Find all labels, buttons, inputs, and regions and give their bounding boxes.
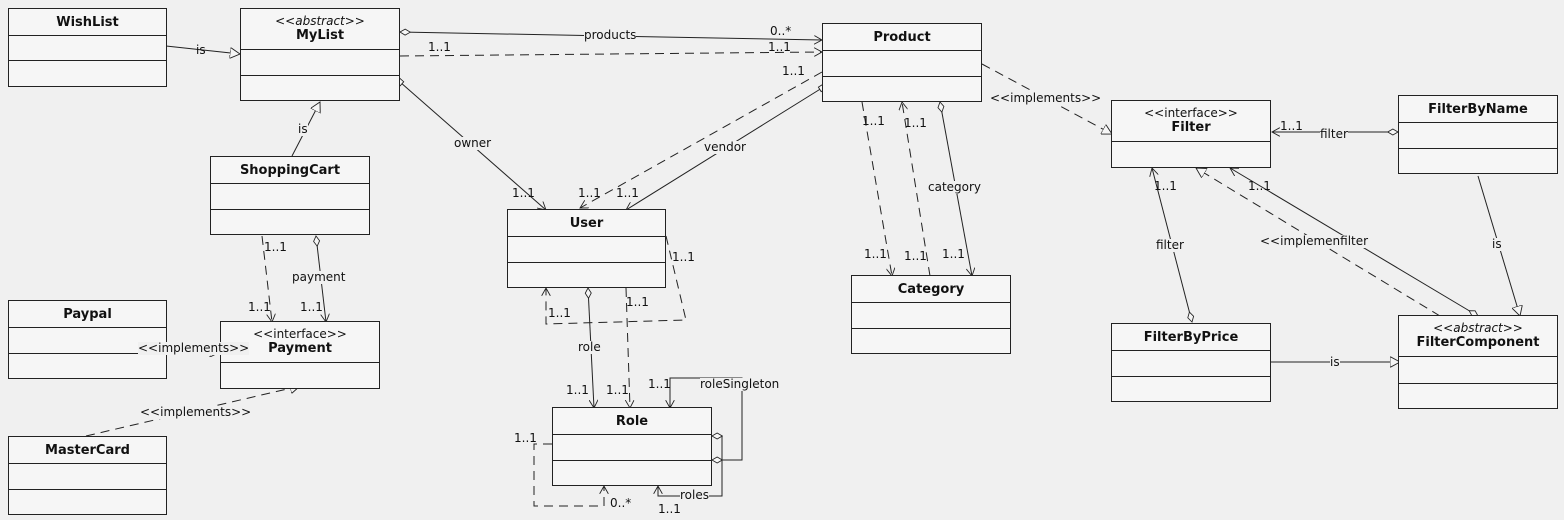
label-mult-role-b: 1..1 [606, 383, 629, 397]
attributes-compartment [553, 434, 711, 461]
label-roles: roles [680, 488, 709, 502]
label-is-wishlist: is [196, 43, 206, 57]
product-filter-realization [981, 63, 1112, 134]
class-name: ShoppingCart [239, 162, 341, 178]
label-mult-filter-left: 1..1 [1154, 179, 1177, 193]
mylist-product-dependency [399, 52, 822, 56]
label-implemenfilter: <<implemenfilter [1260, 234, 1369, 248]
user-role-dependency [626, 287, 630, 408]
attributes-compartment [1399, 356, 1557, 384]
label-mult-user-a: 1..1 [512, 186, 535, 200]
attributes-compartment [9, 35, 166, 61]
class-name: Payment [268, 341, 332, 356]
class-name: MyList [295, 28, 345, 43]
class-shoppingcart[interactable]: ShoppingCart [210, 156, 370, 235]
class-user[interactable]: User [507, 209, 666, 288]
attributes-compartment [1399, 122, 1557, 149]
label-mult-pay-b: 1..1 [300, 300, 323, 314]
attributes-compartment [211, 183, 369, 210]
class-product[interactable]: Product [822, 23, 982, 102]
class-role[interactable]: Role [552, 407, 712, 486]
label-mult-cat-d: 1..1 [904, 249, 927, 263]
attributes-compartment [1112, 350, 1270, 377]
label-role: role [578, 340, 601, 354]
label-implements-paypal: <<implements>> [138, 341, 250, 355]
attributes-compartment [852, 302, 1010, 329]
label-category: category [928, 180, 982, 194]
class-name: Category [897, 281, 965, 297]
label-is-cart: is [298, 122, 308, 136]
class-name: WishList [56, 14, 119, 30]
stereotype: <<interface>> [253, 327, 347, 341]
label-mult-filter-name: 1..1 [1280, 119, 1303, 133]
attributes-compartment [9, 463, 166, 490]
class-category[interactable]: Category [851, 275, 1011, 354]
label-products: products [584, 28, 637, 42]
class-name: MasterCard [45, 442, 130, 458]
label-mult-cat-b: 1..1 [904, 116, 927, 130]
label-payment: payment [292, 270, 346, 284]
class-name: Product [873, 29, 931, 45]
class-name: FilterComponent [1416, 335, 1540, 350]
label-mult-roles-many: 0..* [610, 496, 632, 510]
class-paypal[interactable]: Paypal [8, 300, 167, 379]
label-role-singleton: roleSingleton [700, 377, 780, 391]
label-mult-filter-mid: 1..1 [1248, 179, 1271, 193]
stereotype: <<abstract>> [1433, 321, 1523, 335]
class-filter[interactable]: <<interface>> Filter [1111, 100, 1271, 168]
label-owner: owner [454, 136, 492, 150]
label-mult-cat-c: 1..1 [864, 247, 887, 261]
class-name: FilterByName [1428, 101, 1528, 117]
label-implements-master: <<implements>> [140, 405, 252, 419]
label-mult-roles-one: 1..1 [658, 502, 681, 516]
class-mastercard[interactable]: MasterCard [8, 436, 167, 515]
role-roles-association [658, 436, 722, 497]
label-mult-role-left: 1..1 [514, 431, 537, 445]
label-vendor: vendor [704, 140, 746, 154]
label-mult-products-many: 0..* [770, 24, 792, 38]
label-implements-filter: <<implements>> [990, 91, 1102, 105]
label-mult-user-b: 1..1 [578, 186, 601, 200]
label-mult-user-self-b: 1..1 [548, 306, 571, 320]
class-filtercomponent[interactable]: <<abstract>> FilterComponent [1398, 315, 1558, 409]
label-mult-pay-a: 1..1 [248, 300, 271, 314]
label-mult-product-user: 1..1 [782, 64, 805, 78]
role-self-dependency [533, 443, 604, 507]
label-mult-cat-a: 1..1 [862, 114, 885, 128]
class-name: Filter [1171, 120, 1211, 135]
attributes-compartment [241, 49, 399, 76]
user-self-dependency [546, 235, 687, 325]
stereotype: <<abstract>> [275, 14, 365, 28]
class-mylist[interactable]: <<abstract>> MyList [240, 8, 400, 101]
class-name: Role [615, 413, 649, 429]
class-name: Paypal [63, 306, 112, 322]
label-filter-name: filter [1320, 127, 1348, 141]
label-mult-user-self: 1..1 [672, 250, 695, 264]
attributes-compartment [508, 236, 665, 263]
class-name: User [569, 215, 604, 231]
label-is-price: is [1330, 355, 1340, 369]
attributes-compartment [823, 50, 981, 77]
label-is-name: is [1492, 237, 1502, 251]
label-mult-cat-e: 1..1 [942, 247, 965, 261]
label-mult-user-role-a: 1..1 [626, 295, 649, 309]
class-filterbyname[interactable]: FilterByName [1398, 95, 1558, 174]
label-mult-cart-pay: 1..1 [264, 240, 287, 254]
stereotype: <<interface>> [1144, 106, 1238, 120]
label-mult-mylist-product-a: 1..1 [428, 40, 451, 54]
class-payment[interactable]: <<interface>> Payment [220, 321, 380, 389]
label-mult-role-c: 1..1 [648, 377, 671, 391]
wishlist-generalization [165, 45, 240, 54]
label-filter-price: filter [1156, 238, 1184, 252]
class-wishlist[interactable]: WishList [8, 8, 167, 87]
class-name: FilterByPrice [1143, 329, 1239, 345]
label-mult-mylist-product-b: 1..1 [768, 40, 791, 54]
attributes-compartment [9, 327, 166, 354]
label-mult-user-c: 1..1 [616, 186, 639, 200]
class-filterbyprice[interactable]: FilterByPrice [1111, 323, 1271, 402]
label-mult-role-a: 1..1 [566, 383, 589, 397]
